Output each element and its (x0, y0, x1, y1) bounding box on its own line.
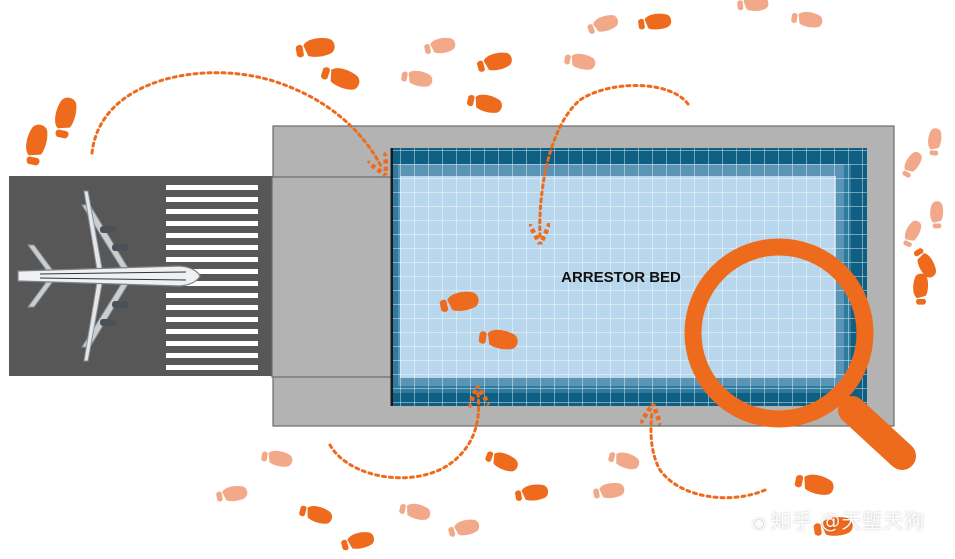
footprint-icon (592, 480, 626, 501)
footprint-icon (563, 51, 597, 72)
dotted-arrow-icon (328, 394, 479, 480)
footprint-icon (465, 91, 504, 115)
zhihu-logo-icon: ◉ (752, 513, 767, 532)
setback-area (271, 176, 394, 378)
footprint-icon (483, 447, 521, 474)
arrestor-bed-label: ARRESTOR BED (561, 269, 681, 286)
movement-arrows (90, 71, 767, 500)
footprint-icon (736, 0, 769, 13)
footprint-icon (22, 122, 50, 167)
footprint-icon (911, 245, 940, 281)
footprint-icon (400, 68, 434, 89)
footprint-icon (475, 49, 514, 75)
footprint-icon (446, 516, 481, 540)
watermark: ◉知乎 @天塹天狗 (752, 505, 925, 534)
dotted-arrow-icon (540, 84, 690, 236)
runway-threshold-markings (166, 185, 258, 370)
footprint-icon (398, 500, 432, 522)
footprint-icon (913, 273, 929, 305)
arrestor-bed (393, 148, 867, 406)
watermark-text: 知乎 @天塹天狗 (770, 509, 926, 533)
footprint-icon (926, 127, 943, 156)
dotted-arrow-icon (651, 412, 767, 500)
footprint-icon (51, 95, 79, 140)
footprint-icon (297, 502, 334, 526)
footprint-icon (899, 149, 925, 180)
footprint-icon (319, 62, 362, 93)
dotted-arrow-icon (90, 71, 382, 168)
footprint-icon (637, 11, 673, 33)
airplane-icon (17, 190, 201, 362)
footprint-icon (585, 12, 621, 37)
footprint-icon (930, 201, 944, 229)
footprint-icon (607, 448, 641, 472)
footprint-icon (215, 483, 249, 504)
footprint-icon (339, 529, 376, 554)
footprint-icon (260, 448, 294, 469)
footprint-icon (294, 35, 337, 61)
footprint-icon (900, 218, 924, 249)
footprint-icon (793, 470, 836, 498)
footprint-icon (790, 9, 824, 29)
magnifier-icon (684, 238, 916, 470)
footprint-icon (514, 482, 550, 504)
footprint-icon (423, 35, 457, 57)
